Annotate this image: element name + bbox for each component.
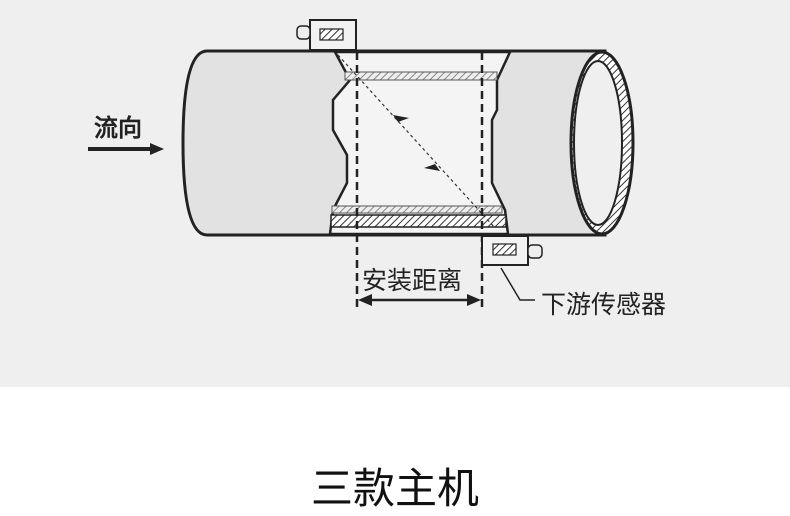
downstream-sensor	[481, 235, 543, 301]
section-title: 三款主机	[310, 464, 479, 513]
pipe-installation-diagram	[88, 19, 635, 308]
leader-line	[500, 267, 535, 301]
flow-direction-label: 流向	[94, 114, 142, 142]
upstream-sensor	[296, 19, 357, 51]
downstream-sensor-label: 下游传感器	[541, 290, 667, 319]
arrow-down-icon	[424, 164, 440, 171]
arrow-up-icon	[393, 115, 409, 122]
flow-arrow-icon	[88, 143, 164, 155]
install-distance-label: 安装距离	[362, 266, 463, 295]
pipe	[181, 49, 635, 237]
sound-path	[337, 54, 496, 229]
distance-arrow	[358, 294, 481, 306]
